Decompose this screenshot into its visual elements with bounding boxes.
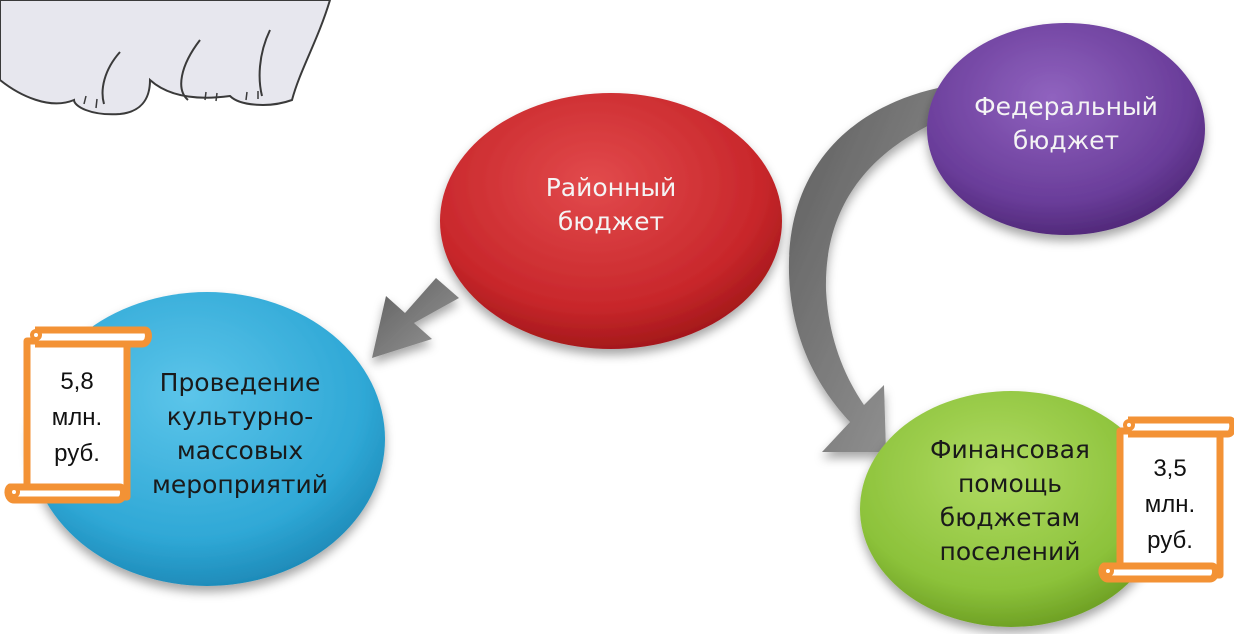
arrow-federal-to-aid	[788, 88, 945, 452]
node-federal-budget	[927, 23, 1205, 235]
label-federal-budget: Федеральный бюджет	[974, 92, 1158, 155]
arrow-district-to-cultural	[372, 278, 459, 358]
amount-scroll-cultural	[4, 326, 152, 504]
amount-scroll-aid	[1098, 416, 1234, 583]
node-financial-aid	[860, 391, 1162, 627]
bear-leg-shading	[101, 29, 271, 105]
polar-bear-illustration	[0, 0, 332, 116]
label-financial-aid: Финансовая помощь бюджетам поселений	[930, 435, 1090, 566]
label-cultural-events: Проведение культурно- массовых мероприят…	[152, 368, 328, 499]
bear-paw-lines	[83, 91, 259, 109]
node-district-budget	[440, 93, 782, 349]
label-district-budget: Районный бюджет	[545, 173, 677, 236]
bear-body	[0, 0, 332, 116]
amount-financial-aid: 3,5 млн. руб.	[1144, 455, 1196, 554]
amount-cultural-events: 5,8 млн. руб.	[51, 368, 103, 467]
